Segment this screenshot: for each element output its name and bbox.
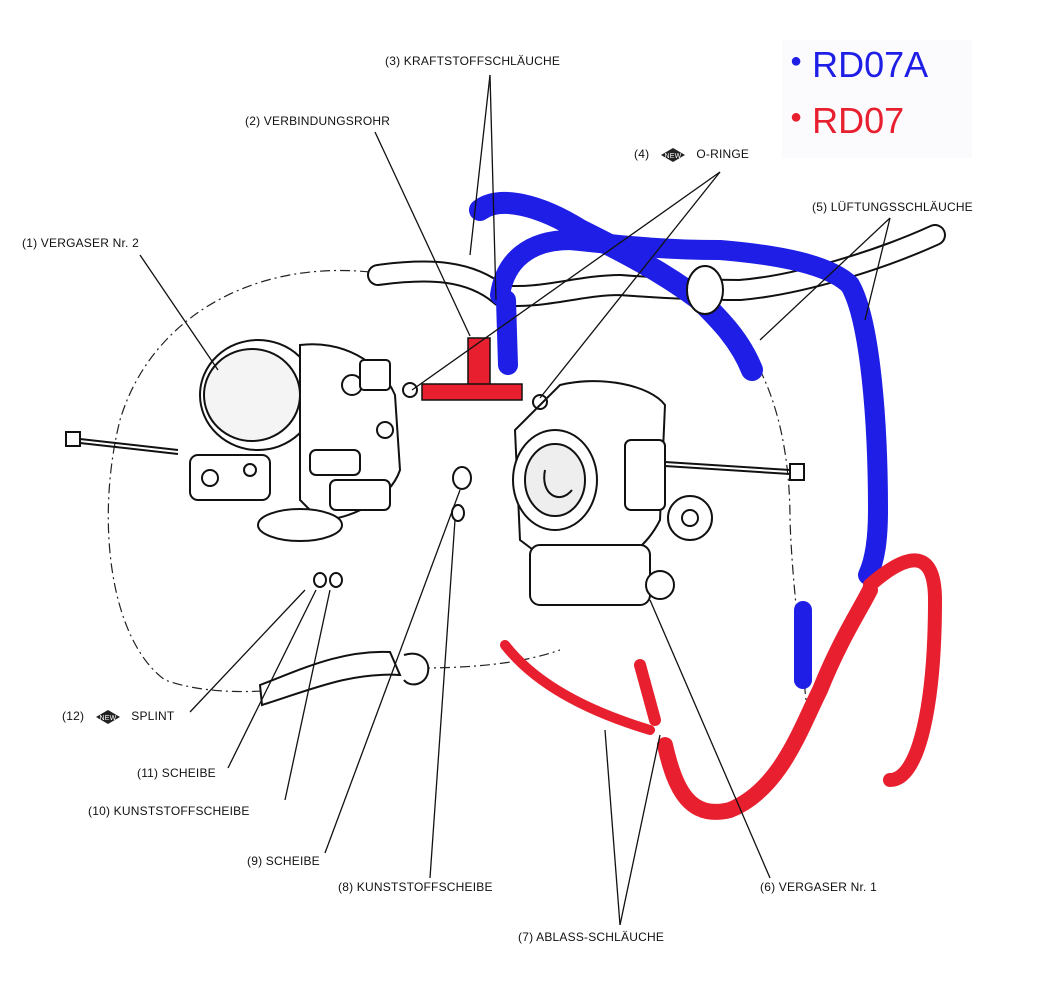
bolt-right (664, 461, 805, 481)
label-o-rings: (4) NEW O-RINGE (634, 146, 749, 164)
label-plastic-washer-10: (10) KUNSTSTOFFSCHEIBE (88, 804, 250, 818)
connecting-pipe (421, 337, 523, 401)
label-vent-hoses: (5) LÜFTUNGSSCHLÄUCHE (812, 200, 973, 214)
label-o-rings-num: (4) (634, 147, 650, 162)
label-washer-9: (9) SCHEIBE (247, 854, 320, 868)
carburetor-1 (512, 380, 713, 606)
legend-dot-red: ● (790, 105, 803, 128)
lower-hose-piece (258, 650, 402, 707)
drain-hoses-red (500, 553, 943, 820)
legend-item-rd07: ●RD07 (790, 100, 905, 141)
o-ring-right (532, 394, 548, 410)
label-connecting-pipe: (2) VERBINDUNGSROHR (245, 114, 391, 128)
new-badge-text: NEW (664, 153, 681, 160)
label-cotter-pin-text: SPLINT (131, 709, 175, 724)
assembly-outline (107, 269, 561, 693)
label-carburetor-2: (1) VERGASER Nr. 2 (22, 236, 139, 250)
label-washer-11: (11) SCHEIBE (137, 766, 216, 780)
hose-clamp (686, 265, 724, 315)
bolt-left (65, 431, 179, 455)
legend-item-rd07a: ●RD07A (790, 44, 929, 85)
legend-dot-blue: ● (790, 49, 803, 72)
carburetor-2 (189, 339, 402, 542)
fuel-hoses-blue (469, 192, 889, 689)
label-plastic-washer-8: (8) KUNSTSTOFFSCHEIBE (338, 880, 493, 894)
o-ring-left (402, 382, 418, 398)
label-o-rings-text: O-RINGE (696, 147, 750, 162)
new-part-icon: NEW (660, 148, 685, 162)
label-drain-hoses: (7) ABLASS-SCHLÄUCHE (518, 930, 665, 944)
new-badge-text: NEW (99, 715, 116, 722)
legend (782, 40, 972, 158)
leader-lines (139, 74, 891, 926)
label-carburetor-1: (6) VERGASER Nr. 1 (760, 880, 877, 894)
new-part-icon: NEW (95, 710, 120, 724)
label-cotter-pin: (12) NEW SPLINT (62, 708, 174, 726)
washers (313, 466, 472, 686)
label-cotter-pin-num: (12) (62, 709, 85, 724)
label-fuel-hoses: (3) KRAFTSTOFFSCHLÄUCHE (385, 54, 561, 68)
